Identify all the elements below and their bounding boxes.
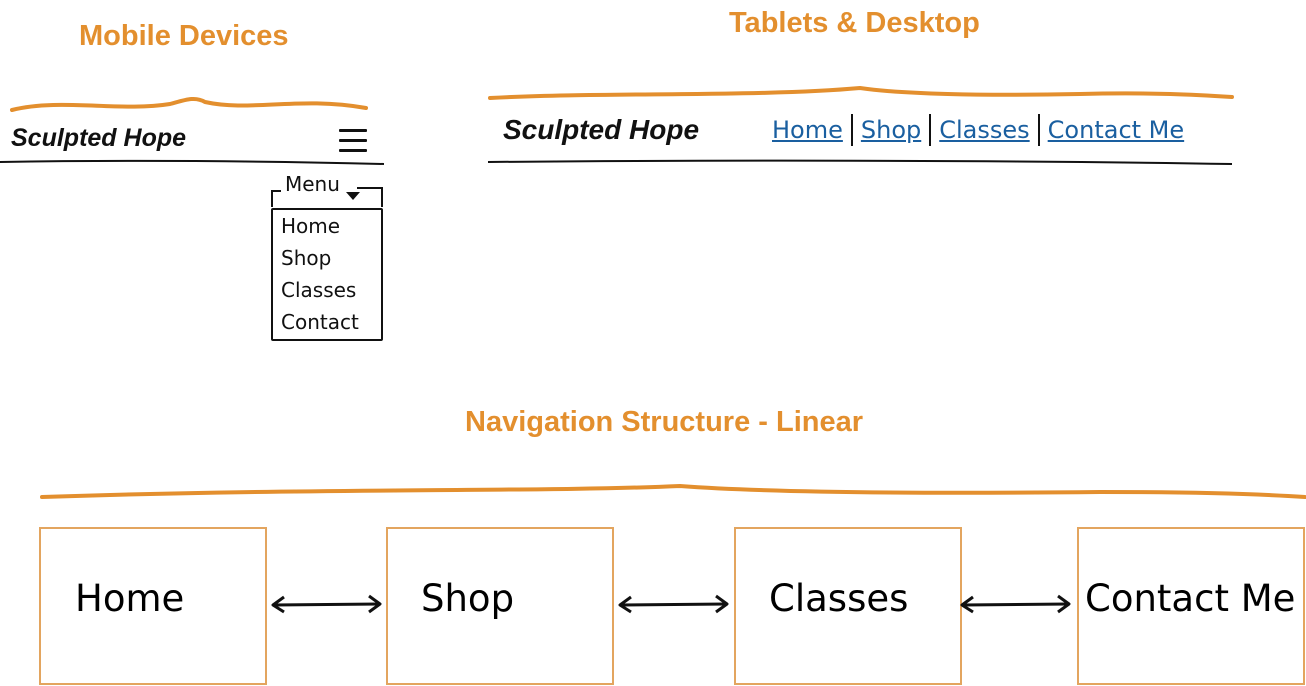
page-box-label: Shop xyxy=(421,577,515,620)
page-box-contact-me: Contact Me xyxy=(1077,527,1305,685)
menu-label: Menu xyxy=(285,172,340,196)
page-box-home: Home xyxy=(39,527,267,685)
desktop-nav-links: Home Shop Classes Contact Me xyxy=(764,114,1192,146)
desktop-brand-logo[interactable]: Sculpted Hope xyxy=(503,114,700,145)
page-box-classes: Classes xyxy=(734,527,962,685)
double-arrow-icon xyxy=(618,594,729,614)
hamburger-icon[interactable] xyxy=(339,129,367,159)
page-box-label: Home xyxy=(75,577,185,620)
page-box-label: Classes xyxy=(769,577,909,620)
nav-link-contact-me[interactable]: Contact Me xyxy=(1047,116,1185,144)
nav-link-home[interactable]: Home xyxy=(772,116,843,144)
nav-link-shop[interactable]: Shop xyxy=(860,116,922,144)
mobile-menu-toggle[interactable]: Menu xyxy=(271,172,383,208)
mobile-menu-item-shop[interactable]: Shop xyxy=(281,246,332,270)
mobile-devices-heading: Mobile Devices xyxy=(79,20,289,52)
double-arrow-icon xyxy=(271,594,382,614)
mobile-menu-item-contact[interactable]: Contact xyxy=(281,310,359,334)
mobile-menu-item-home[interactable]: Home xyxy=(281,214,341,238)
menu-toggle-frame xyxy=(271,187,383,207)
nav-separator xyxy=(850,114,853,146)
navigation-structure-heading: Navigation Structure - Linear xyxy=(465,406,864,438)
mobile-menu-item-classes[interactable]: Classes xyxy=(281,278,357,302)
nav-separator xyxy=(929,114,932,146)
tablets-desktop-heading: Tablets & Desktop xyxy=(729,7,980,39)
double-arrow-icon xyxy=(960,594,1071,614)
chevron-down-icon xyxy=(346,192,360,200)
page-box-shop: Shop xyxy=(386,527,614,685)
nav-separator xyxy=(1037,114,1040,146)
nav-link-classes[interactable]: Classes xyxy=(939,116,1030,144)
mobile-brand-logo[interactable]: Sculpted Hope xyxy=(11,124,187,152)
page-box-label: Contact Me xyxy=(1085,577,1296,620)
mobile-menu-dropdown: Home Shop Classes Contact xyxy=(271,208,383,341)
